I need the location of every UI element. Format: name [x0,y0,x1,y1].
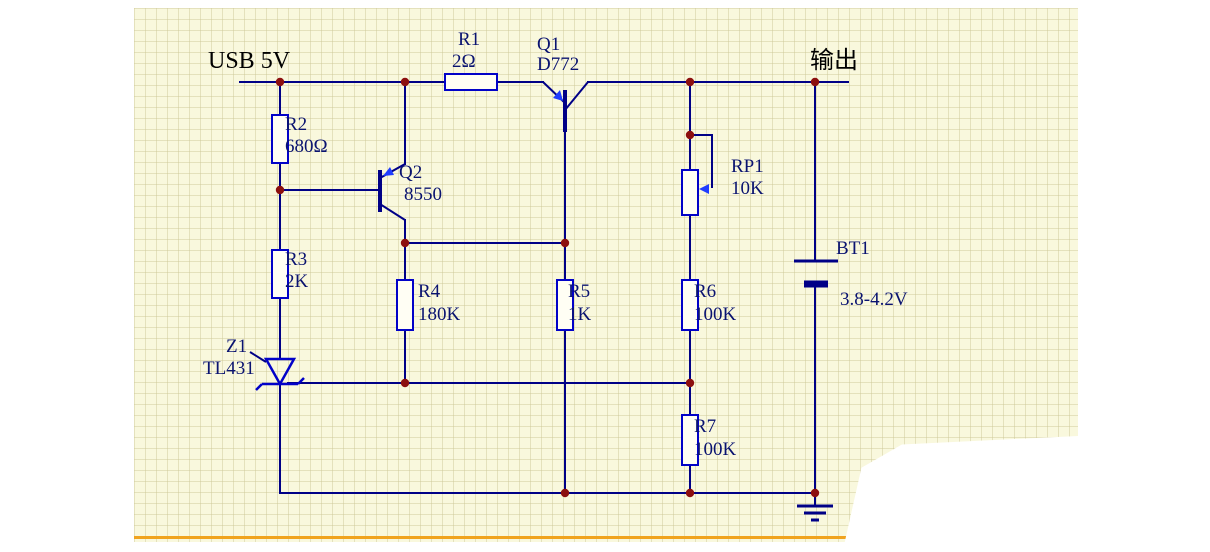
junction-dot [400,77,410,87]
label-q2-value: 8550 [404,184,442,205]
junction-dot [275,77,285,87]
junction-dot [810,77,820,87]
junction-dot [685,378,695,388]
label-r5-ref: R5 [568,281,590,302]
wires [239,81,849,506]
label-r2-ref: R2 [285,114,307,135]
label-r3-ref: R3 [285,249,307,270]
resistor-r1-body [444,73,498,91]
transistor-q1 [542,81,589,132]
label-r7-value: 100K [694,439,737,460]
label-r6-ref: R6 [694,281,716,302]
label-bt1-value: 3.8-4.2V [840,289,908,310]
label-z1-value: TL431 [203,358,255,379]
junction-dot [810,488,820,498]
schematic-canvas [134,8,1078,542]
resistor-r5-body [556,279,574,331]
power-rail-label: USB 5V [208,48,291,74]
label-r4-value: 180K [418,304,461,325]
label-rp1-value: 10K [731,178,764,199]
label-q2-ref: Q2 [399,162,422,183]
transistor-q1-collector [564,81,589,111]
junction-dot [560,238,570,248]
junction-dot [400,238,410,248]
z1-leader-line [249,351,267,363]
label-rp1-ref: RP1 [731,156,764,177]
resistor-r6-body [681,279,699,331]
transistor-q2 [378,163,406,221]
label-r4-ref: R4 [418,281,441,302]
junction-dot [275,185,285,195]
z1-triangle [263,357,297,387]
z1-cathode-bar [255,377,305,391]
junction-dot [685,77,695,87]
label-r2-value: 680Ω [285,136,328,157]
battery-bt1 [794,259,838,288]
transistor-q1-arrow [553,90,563,101]
label-r1-ref: R1 [458,29,480,50]
label-r7-ref: R7 [694,416,716,437]
junction-dot [560,488,570,498]
canvas-bottom-edge-line [134,536,846,539]
shunt-regulator-z1 [249,351,305,391]
potentiometer-rp1-body [681,169,699,216]
transistor-q2-collector [379,203,406,221]
resistor-r3-body [271,249,289,299]
potentiometer-rp1-wiper-arrow [699,184,709,194]
junction-dot [685,130,695,140]
ground-symbol [797,504,833,522]
output-label: 输出 [810,47,858,74]
label-q1-value: D772 [537,54,579,75]
junction-dot [685,488,695,498]
resistor-r2-body [271,114,289,164]
junction-dots [275,77,820,498]
label-r1-value: 2Ω [452,51,476,72]
transistor-q2-arrow [383,167,394,176]
label-bt1-ref: BT1 [836,238,870,259]
label-q1-ref: Q1 [537,34,560,55]
label-r3-value: 2K [285,271,309,292]
label-r5-value: 1K [568,304,592,325]
resistor-r4-body [396,279,414,331]
junction-dot [400,378,410,388]
resistor-r7-body [681,414,699,466]
label-z1-ref: Z1 [226,336,247,357]
label-r6-value: 100K [694,304,737,325]
